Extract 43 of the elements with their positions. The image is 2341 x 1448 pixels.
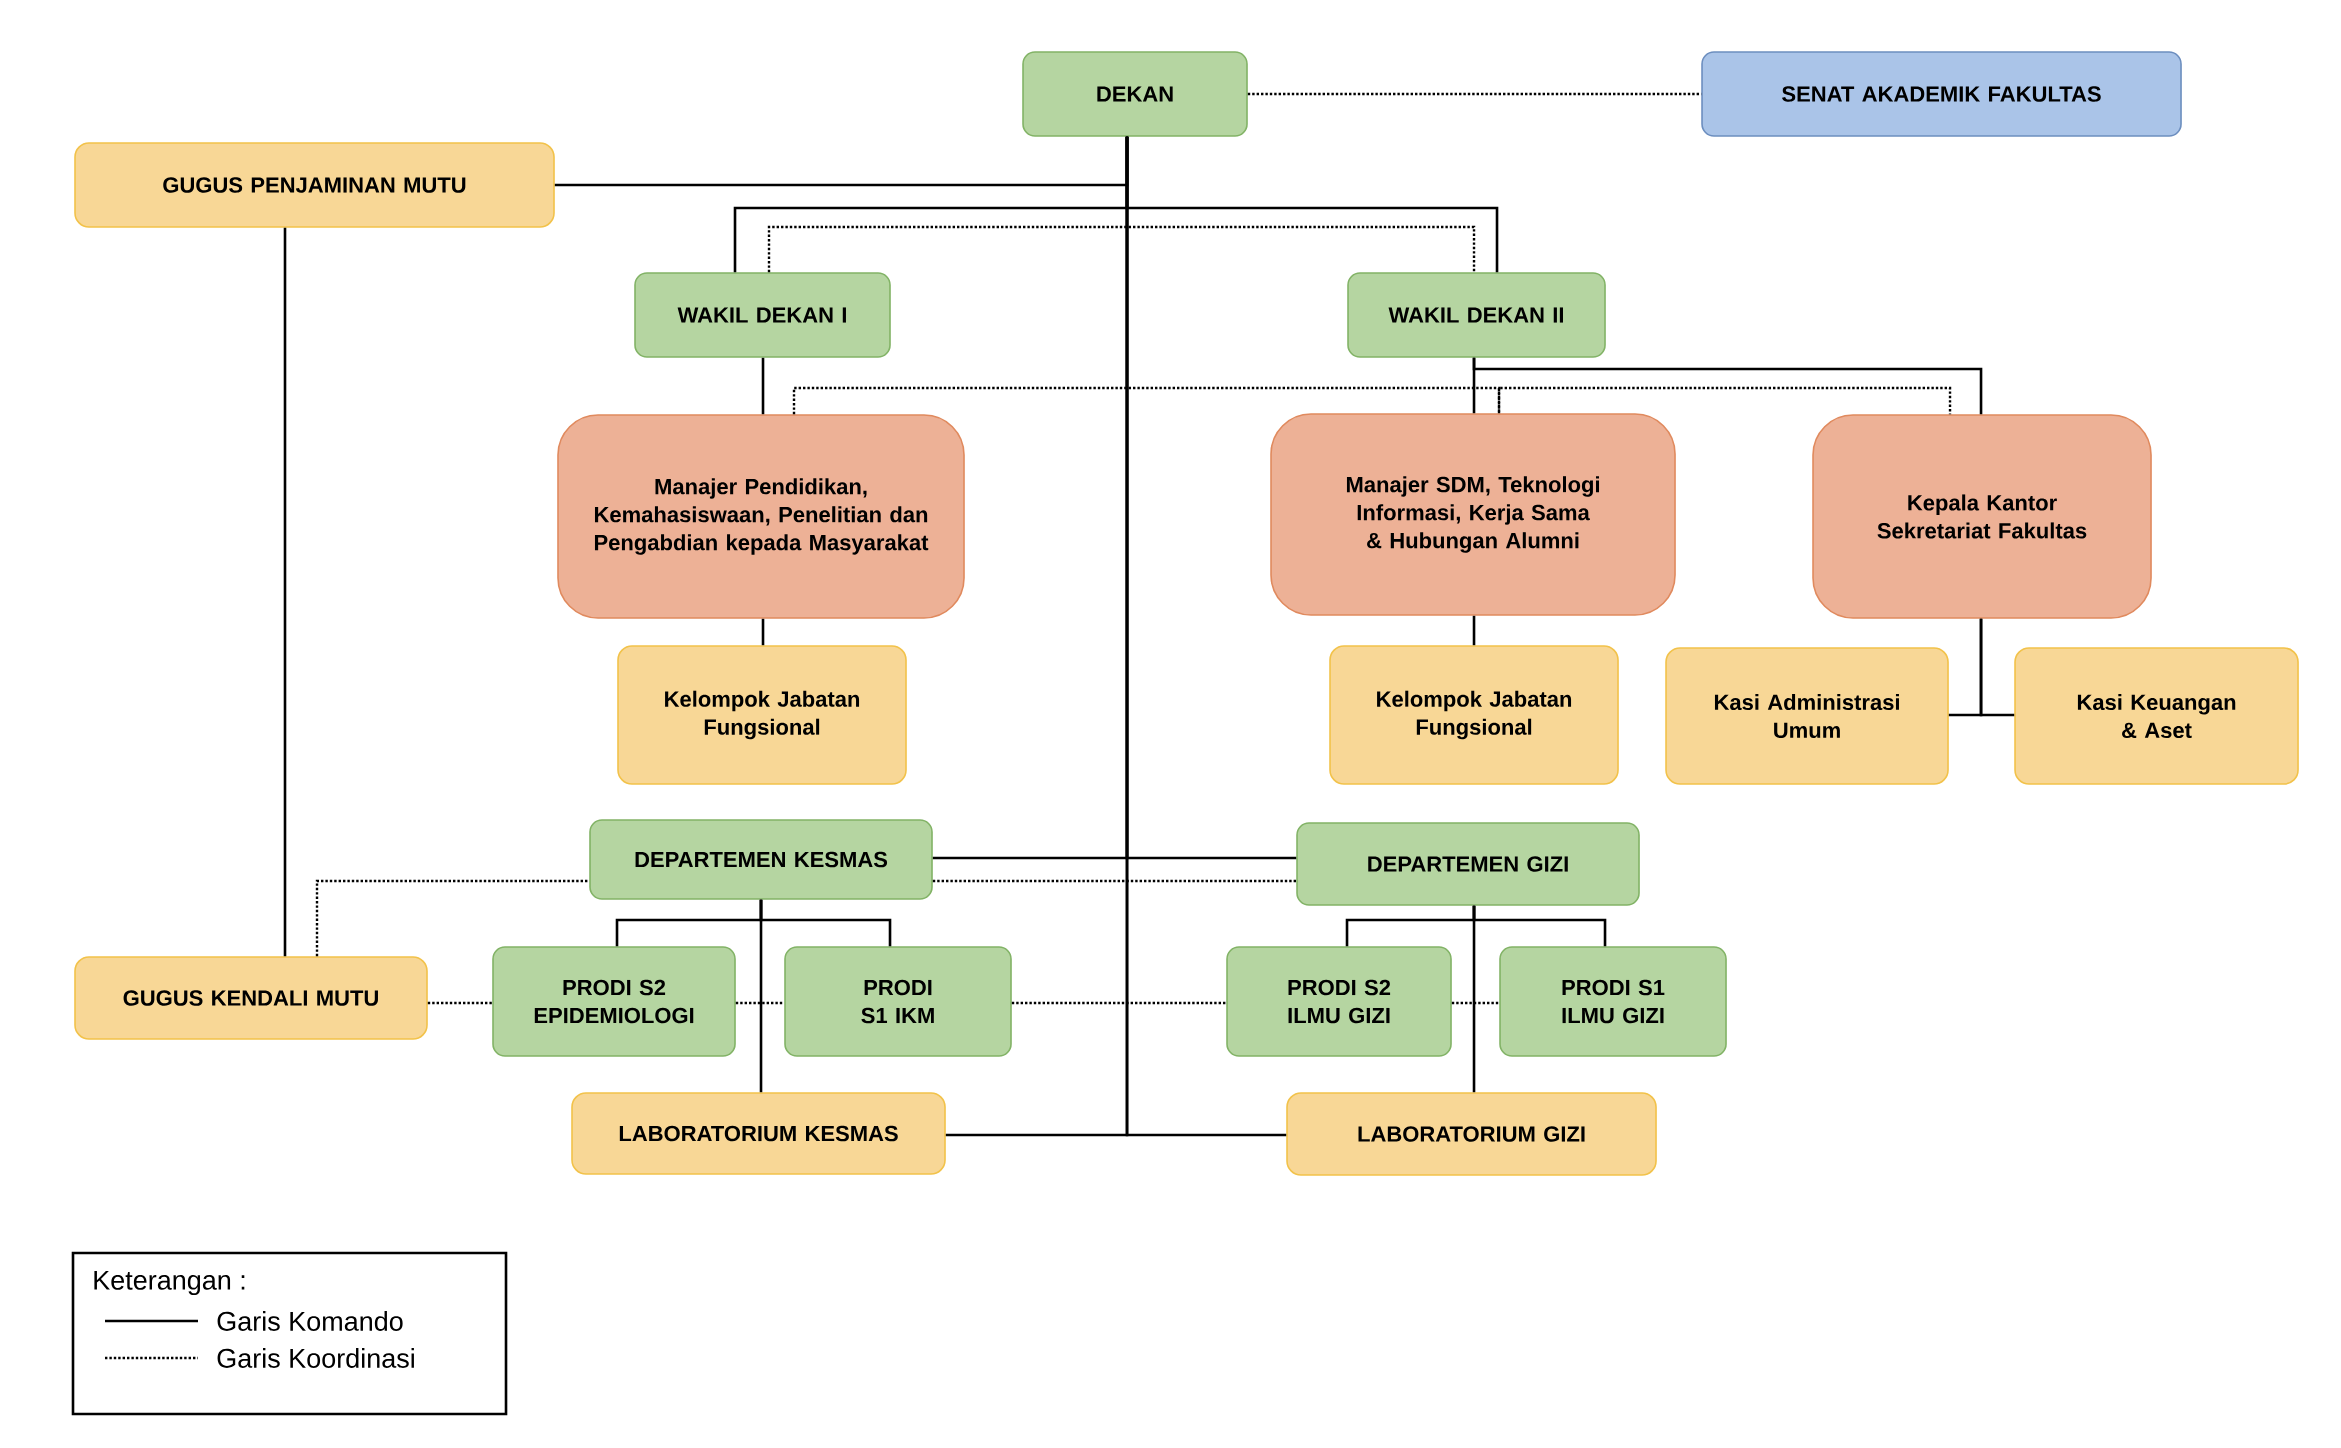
position-box: DEKAN [1022, 51, 1248, 137]
legend-title: Keterangan : [94, 1270, 245, 1296]
position-box: Kasi Keuangan & Aset [2014, 647, 2299, 785]
command-line [283, 227, 287, 957]
coordination-line [767, 225, 1476, 273]
coordination-line [1451, 1001, 1500, 1005]
position-box: Manajer SDM, Teknologi Informasi, Kerja Sama & Hubungan Alumni [1270, 413, 1676, 616]
coordination-line [735, 1001, 785, 1005]
position-box: Kasi Administrasi Umum [1665, 647, 1949, 785]
position-box: WAKIL DEKAN II [1347, 272, 1606, 358]
position-box: LABORATORIUM KESMAS [571, 1092, 946, 1175]
coordination-line [1011, 1001, 1227, 1005]
position-box: Kepala Kantor Sekretariat Fakultas [1812, 414, 2152, 619]
position-box: GUGUS KENDALI MUTU [74, 956, 428, 1040]
coordination-line [932, 879, 1297, 883]
position-box: PRODI S1 IKM [784, 946, 1012, 1057]
position-box: PRODI S2 ILMU GIZI [1226, 946, 1452, 1057]
position-box: WAKIL DEKAN I [634, 272, 891, 358]
command-line [1472, 905, 1476, 1093]
position-box: LABORATORIUM GIZI [1286, 1092, 1657, 1176]
position-box: Kelompok Jabatan Fungsional [1329, 645, 1619, 785]
position-box: Manajer Pendidikan, Kemahasiswaan, Penelitian dan Pengabdian kepada Masyarakat [557, 414, 965, 619]
command-line [1125, 136, 1287, 1137]
position-box: PRODI S1 ILMU GIZI [1499, 946, 1727, 1057]
position-box: DEPARTEMEN GIZI [1296, 822, 1640, 906]
command-line [761, 618, 765, 646]
position-box: DEPARTEMEN KESMAS [589, 819, 933, 900]
command-line [759, 899, 763, 1093]
command-line [761, 357, 765, 415]
coordination-line [792, 386, 1501, 415]
position-box: SENAT AKADEMIK FAKULTAS [1701, 51, 2182, 137]
coordination-line [315, 879, 590, 957]
coordination-line [1497, 386, 1952, 415]
legend-text: Garis Koordinasi [217, 1348, 414, 1368]
coordination-line [1247, 92, 1702, 96]
position-box: PRODI S2 EPIDEMIOLOGI [492, 946, 736, 1057]
legend-text: Garis Komando [217, 1311, 403, 1331]
position-box: GUGUS PENJAMINAN MUTU [74, 142, 555, 228]
coordination-line [427, 1001, 493, 1005]
command-line [1472, 357, 1983, 415]
position-box: Kelompok Jabatan Fungsional [617, 645, 907, 785]
command-line [1979, 618, 2015, 717]
command-line [1472, 615, 1476, 646]
